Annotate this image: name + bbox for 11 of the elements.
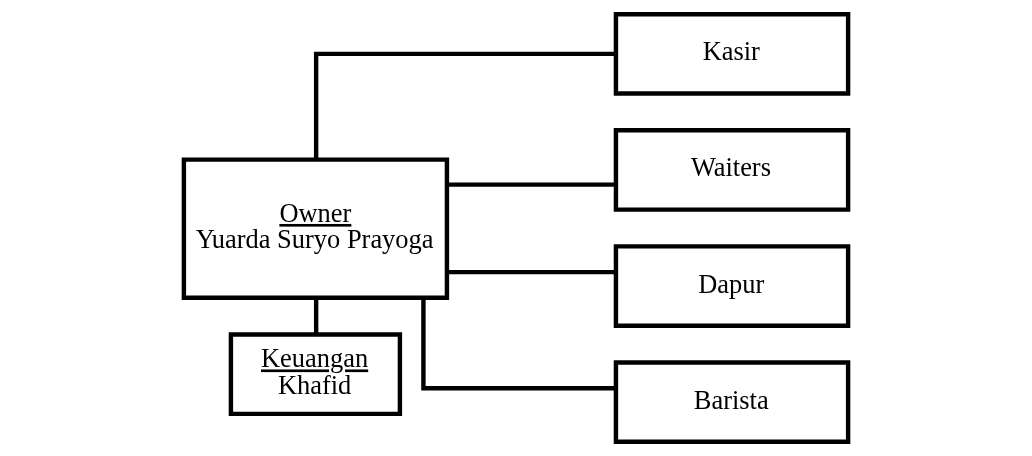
node-box: Owner Yuarda Suryo Prayoga [181, 157, 450, 300]
node-box: Kasir [613, 11, 851, 96]
node-box: Dapur [613, 244, 851, 328]
node-box: Barista [613, 360, 851, 445]
connector [313, 298, 319, 335]
connector [447, 269, 616, 275]
node-box: Waiters [613, 128, 851, 212]
connector [313, 51, 616, 160]
connector [421, 298, 616, 391]
node-box: Keuangan Khafid [228, 332, 403, 417]
connector [447, 182, 616, 187]
